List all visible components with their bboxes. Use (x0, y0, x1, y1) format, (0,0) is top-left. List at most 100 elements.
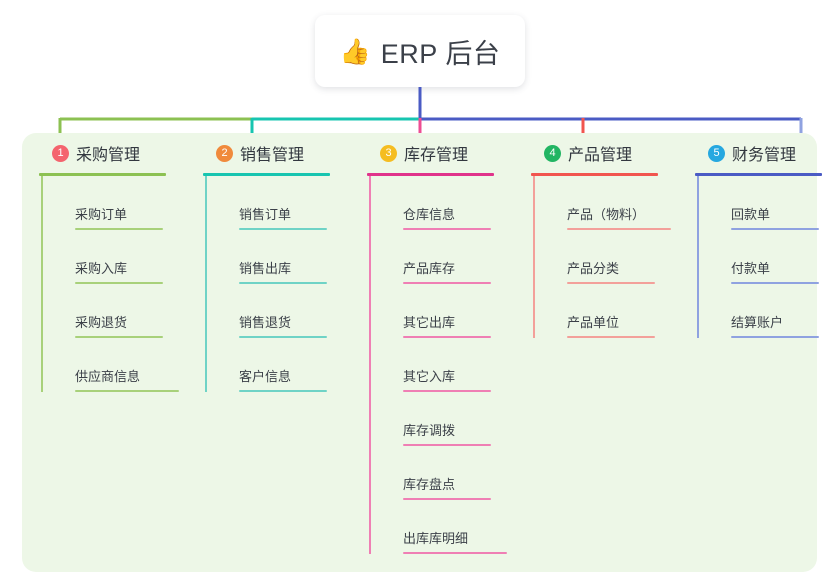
leaf-node[interactable]: 销售出库 (215, 230, 350, 284)
leaf-label: 销售退货 (239, 315, 292, 330)
branch-header-2[interactable]: 2 销售管理 (203, 133, 350, 173)
branch-spine-4 (533, 176, 535, 338)
leaf-label: 采购入库 (75, 261, 128, 276)
leaf-rule (403, 498, 491, 500)
leaf-rule (731, 336, 819, 338)
branch-badge-1: 1 (52, 144, 69, 162)
branch-header-3[interactable]: 3 库存管理 (367, 133, 514, 173)
branch-header-1[interactable]: 1 采购管理 (39, 133, 186, 173)
branch-title-1: 采购管理 (76, 147, 141, 164)
leaf-rule (75, 336, 163, 338)
leaf-node[interactable]: 客户信息 (215, 338, 350, 392)
branch-header-4[interactable]: 4 产品管理 (531, 133, 678, 173)
branch-column-5: 5 财务管理 回款单 付款单 结算账户 (678, 133, 839, 572)
leaf-node[interactable]: 出库库明细 (379, 500, 514, 554)
leaf-node[interactable]: 销售退货 (215, 284, 350, 338)
branch-badge-4: 4 (544, 144, 561, 162)
branch-title-5: 财务管理 (732, 147, 797, 164)
leaf-rule (567, 282, 655, 284)
thumbs-up-icon: 👍 (339, 36, 371, 66)
leaf-rule (403, 336, 491, 338)
leaf-node[interactable]: 产品单位 (543, 284, 678, 338)
leaf-node[interactable]: 产品库存 (379, 230, 514, 284)
leaf-node[interactable]: 结算账户 (707, 284, 839, 338)
leaf-node[interactable]: 产品（物料） (543, 176, 678, 230)
leaf-node[interactable]: 库存调拨 (379, 392, 514, 446)
branch-badge-2: 2 (216, 144, 233, 162)
leaf-label: 销售订单 (239, 207, 292, 222)
leaf-label: 仓库信息 (403, 207, 456, 222)
branch-rule-5 (695, 173, 822, 176)
branch-children-5: 回款单 付款单 结算账户 (695, 176, 839, 338)
leaf-rule (567, 228, 671, 230)
leaf-rule (403, 282, 491, 284)
leaf-label: 付款单 (731, 261, 771, 276)
leaf-label: 供应商信息 (75, 369, 141, 384)
leaf-label: 其它出库 (403, 315, 456, 330)
branch-spine-5 (697, 176, 699, 338)
leaf-label: 产品分类 (567, 261, 620, 276)
leaf-node[interactable]: 供应商信息 (51, 338, 186, 392)
leaf-rule (239, 336, 327, 338)
leaf-rule (239, 282, 327, 284)
leaf-label: 产品（物料） (567, 207, 646, 222)
branch-rule-2 (203, 173, 330, 176)
branch-title-2: 销售管理 (240, 147, 305, 164)
branch-children-4: 产品（物料） 产品分类 产品单位 (531, 176, 678, 338)
leaf-label: 采购退货 (75, 315, 128, 330)
branch-column-4: 4 产品管理 产品（物料） 产品分类 产品单位 (514, 133, 678, 572)
leaf-rule (239, 228, 327, 230)
leaf-rule (403, 228, 491, 230)
leaf-rule (731, 282, 819, 284)
leaf-node[interactable]: 其它出库 (379, 284, 514, 338)
branch-column-3: 3 库存管理 仓库信息 产品库存 其它出库 其它入库 (350, 133, 514, 572)
leaf-label: 其它入库 (403, 369, 456, 384)
leaf-label: 产品单位 (567, 315, 620, 330)
leaf-rule (239, 390, 327, 392)
branch-column-2: 2 销售管理 销售订单 销售出库 销售退货 客户信息 (186, 133, 350, 572)
leaf-rule (731, 228, 819, 230)
branch-children-3: 仓库信息 产品库存 其它出库 其它入库 库存调拨 (367, 176, 514, 554)
branch-rule-3 (367, 173, 494, 176)
leaf-label: 出库库明细 (403, 531, 469, 546)
leaf-node[interactable]: 销售订单 (215, 176, 350, 230)
branch-children-2: 销售订单 销售出库 销售退货 客户信息 (203, 176, 350, 392)
leaf-rule (403, 390, 491, 392)
leaf-label: 销售出库 (239, 261, 292, 276)
leaf-label: 结算账户 (731, 315, 784, 330)
branch-rule-1 (39, 173, 166, 176)
leaf-node[interactable]: 产品分类 (543, 230, 678, 284)
leaf-label: 库存盘点 (403, 477, 456, 492)
leaf-node[interactable]: 仓库信息 (379, 176, 514, 230)
leaf-label: 客户信息 (239, 369, 292, 384)
leaf-node[interactable]: 采购入库 (51, 230, 186, 284)
branch-spine-1 (41, 176, 43, 392)
leaf-node[interactable]: 其它入库 (379, 338, 514, 392)
leaf-label: 库存调拨 (403, 423, 456, 438)
leaf-rule (75, 228, 163, 230)
branch-columns: 1 采购管理 采购订单 采购入库 采购退货 供应商信 (22, 133, 822, 572)
leaf-node[interactable]: 付款单 (707, 230, 839, 284)
leaf-node[interactable]: 采购退货 (51, 284, 186, 338)
branch-badge-3: 3 (380, 144, 397, 162)
leaf-node[interactable]: 库存盘点 (379, 446, 514, 500)
leaf-label: 产品库存 (403, 261, 456, 276)
branch-spine-2 (205, 176, 207, 392)
branch-badge-5: 5 (708, 144, 725, 162)
leaf-node[interactable]: 采购订单 (51, 176, 186, 230)
branch-rule-4 (531, 173, 658, 176)
leaf-rule (403, 552, 507, 554)
leaf-label: 回款单 (731, 207, 771, 222)
branch-header-5[interactable]: 5 财务管理 (695, 133, 839, 173)
root-node[interactable]: 👍 ERP 后台 (315, 15, 525, 87)
leaf-node[interactable]: 回款单 (707, 176, 839, 230)
branch-title-3: 库存管理 (404, 147, 469, 164)
branch-title-4: 产品管理 (568, 147, 633, 164)
branch-spine-3 (369, 176, 371, 554)
leaf-rule (403, 444, 491, 446)
leaf-rule (567, 336, 655, 338)
leaf-rule (75, 282, 163, 284)
root-node-label: ERP 后台 (380, 38, 501, 69)
leaf-rule (75, 390, 179, 392)
